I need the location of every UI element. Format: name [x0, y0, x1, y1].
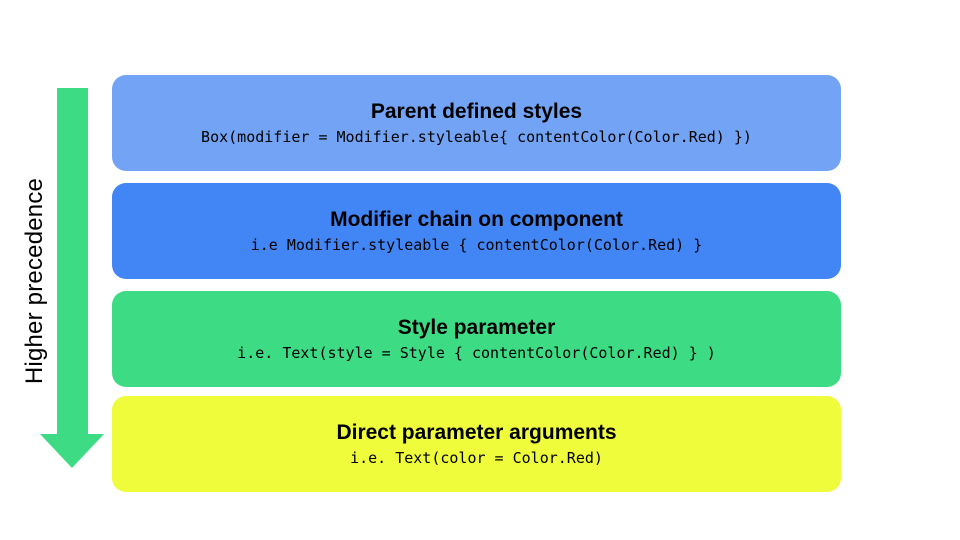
- layer-modifier-chain: Modifier chain on component i.e Modifier…: [112, 183, 841, 279]
- layer-direct-parameter-arguments: Direct parameter arguments i.e. Text(col…: [112, 396, 841, 492]
- layer-title: Direct parameter arguments: [336, 420, 617, 444]
- layer-code: i.e. Text(style = Style { contentColor(C…: [237, 343, 716, 362]
- layer-parent-defined-styles: Parent defined styles Box(modifier = Mod…: [112, 75, 841, 171]
- layer-style-parameter: Style parameter i.e. Text(style = Style …: [112, 291, 841, 387]
- arrow-head: [40, 434, 104, 468]
- layer-code: i.e Modifier.styleable { contentColor(Co…: [250, 235, 703, 254]
- layer-code: Box(modifier = Modifier.styleable{ conte…: [201, 127, 752, 146]
- layer-title: Parent defined styles: [370, 99, 583, 123]
- layer-code: i.e. Text(color = Color.Red): [350, 448, 603, 467]
- higher-precedence-label: Higher precedence: [21, 177, 48, 385]
- layer-title: Style parameter: [397, 315, 556, 339]
- arrow-shaft: [57, 88, 88, 434]
- precedence-arrow: [40, 88, 104, 468]
- layer-title: Modifier chain on component: [330, 207, 623, 231]
